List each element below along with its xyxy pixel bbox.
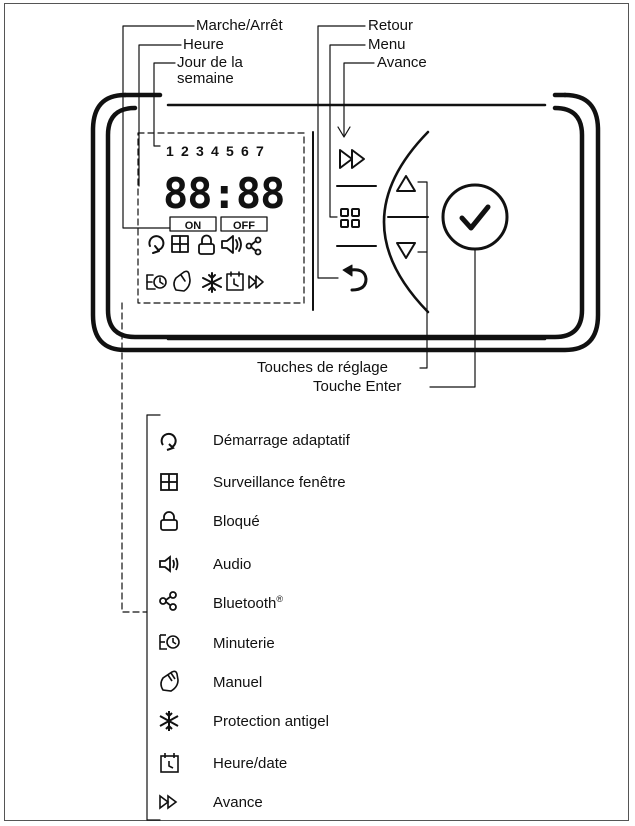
display-adaptive-start-icon: [148, 235, 165, 251]
display-hand-icon: [173, 270, 191, 292]
registered-mark: ®: [276, 594, 284, 604]
display-snowflake-icon: [202, 272, 222, 293]
callout-hour: Heure: [183, 36, 224, 53]
enter-button: [441, 183, 509, 251]
menu-button-icon: [340, 208, 360, 228]
callout-day-line2: semaine: [177, 70, 234, 87]
device-inner-frame: [105, 105, 585, 340]
day-1: 1: [166, 143, 174, 159]
display-speaker-icon: [221, 235, 242, 254]
leader-on-off: [122, 25, 195, 229]
legend-label-audio: Audio: [213, 556, 252, 573]
legend-label-timer: Minuterie: [213, 635, 275, 652]
figure-frame: [4, 3, 629, 821]
time-digits: 88:88: [163, 169, 284, 218]
bluetooth-text: Bluetooth: [213, 595, 277, 612]
leader-day: [153, 62, 176, 147]
on-label: ON: [185, 220, 202, 232]
callout-enter-key: Touche Enter: [313, 378, 402, 395]
leader-back: [317, 25, 366, 279]
legend-label-lock: Bloqué: [213, 513, 260, 530]
button-arc: [382, 130, 430, 314]
checkmark-icon: [459, 204, 491, 231]
day-numbers: 1 2 3 4 5 6 7: [166, 143, 264, 159]
snowflake-icon: [157, 710, 183, 732]
down-button-icon: [396, 242, 416, 259]
callout-on-off: Marche/Arrêt: [196, 17, 283, 34]
advance-button-icon: [339, 149, 365, 169]
fast-forward-icon: [157, 791, 183, 813]
leader-adjust: [417, 181, 428, 369]
callout-advance: Avance: [377, 54, 427, 71]
display-timer-icon: [146, 274, 167, 290]
day-4: 4: [211, 143, 219, 159]
off-label: OFF: [233, 220, 255, 232]
display-fast-forward-icon: [248, 275, 264, 289]
leader-menu: [329, 44, 366, 218]
bluetooth-share-icon: [157, 590, 183, 612]
timer-icon: [157, 631, 183, 653]
day-5: 5: [226, 143, 234, 159]
speaker-icon: [157, 553, 183, 575]
day-3: 3: [196, 143, 204, 159]
callout-back: Retour: [368, 17, 414, 34]
on-box: [169, 216, 217, 232]
display-calendar-clock-icon: [226, 271, 244, 291]
display-area: [137, 132, 305, 304]
legend-label-time-date: Heure/date: [213, 755, 288, 772]
up-button-icon: [396, 175, 416, 192]
adaptive-start-icon: [157, 430, 183, 452]
back-button-icon: [348, 268, 368, 292]
off-box: [220, 216, 268, 232]
lock-icon: [157, 510, 183, 532]
day-6: 6: [241, 143, 249, 159]
display-window-icon: [171, 235, 189, 253]
leader-enter: [429, 248, 476, 388]
day-7: 7: [256, 143, 264, 159]
calendar-clock-icon: [157, 752, 183, 774]
legend-label-frost: Protection antigel: [213, 713, 329, 730]
device-outer-frame: [90, 92, 601, 353]
callout-menu: Menu: [368, 36, 406, 53]
display-bluetooth-share-icon: [245, 236, 262, 256]
leader-hour: [138, 44, 182, 187]
window-icon: [157, 471, 183, 493]
hand-icon: [157, 670, 183, 692]
leader-advance: [343, 62, 375, 136]
display-lock-icon: [198, 234, 215, 255]
legend-label-advance: Avance: [213, 794, 263, 811]
callout-adjust-keys: Touches de réglage: [257, 359, 388, 376]
leader-legend: [121, 302, 148, 613]
legend-label-manual: Manuel: [213, 674, 263, 691]
legend-label-window: Surveillance fenêtre: [213, 474, 346, 491]
day-2: 2: [181, 143, 189, 159]
callout-day-line1: Jour de la: [177, 54, 243, 71]
legend-label-adaptive-start: Démarrage adaptatif: [213, 432, 350, 449]
legend-label-bluetooth: Bluetooth®: [213, 594, 283, 612]
